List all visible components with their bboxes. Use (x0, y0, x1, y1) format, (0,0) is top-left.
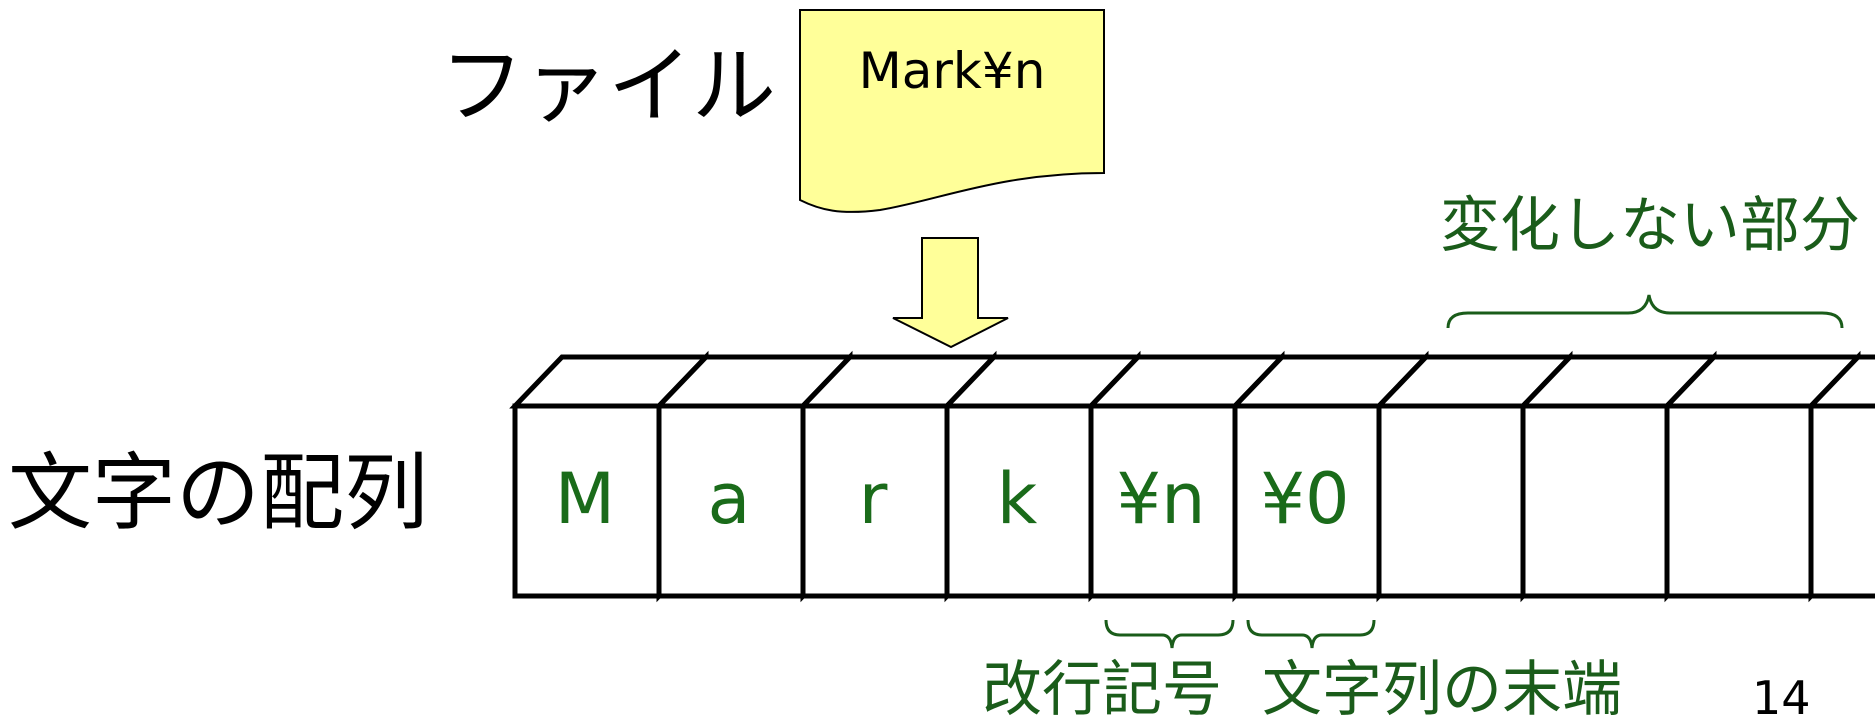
array-cell-char: ¥0 (1260, 458, 1349, 540)
array-cell-char: r (859, 458, 888, 540)
newline-label: 改行記号 (982, 655, 1222, 718)
array-cell-front (1520, 403, 1670, 599)
unchanged-part-brace (1446, 294, 1844, 329)
array-cell-front (1088, 403, 1238, 599)
file-document-shape (799, 9, 1105, 213)
unchanged-part-label: 変化しない部分 (1440, 191, 1860, 261)
string-end-brace (1246, 619, 1376, 649)
file-content-text: Mark¥n (859, 42, 1046, 100)
array-cell-char: k (997, 458, 1038, 540)
file-label: ファイル (440, 37, 776, 135)
string-end-label: 文字列の末端 (1262, 655, 1622, 718)
array-cell-char: M (555, 458, 615, 540)
array-cell-front (656, 403, 806, 599)
array-cell-front (1376, 403, 1526, 599)
array-cell-front (1808, 403, 1875, 599)
array-cell-front (1664, 403, 1814, 599)
page-number: 14 (1752, 671, 1811, 718)
down-arrow-icon (892, 237, 1009, 349)
array-label: 文字の配列 (8, 444, 428, 542)
array-cell-front (1232, 403, 1382, 599)
array-cell-top (1805, 354, 1875, 409)
array-cell (1805, 354, 1875, 599)
array-cell-front (944, 403, 1094, 599)
newline-brace (1104, 619, 1235, 649)
array-cell-front (800, 403, 950, 599)
array-cell-char: a (708, 458, 751, 540)
array-cell-char: ¥n (1117, 458, 1206, 540)
